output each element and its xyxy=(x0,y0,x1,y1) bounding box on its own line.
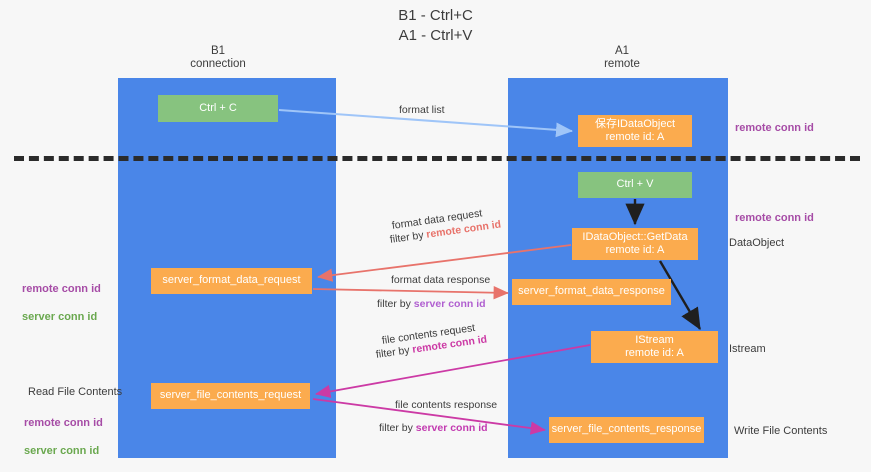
node-idataobject[interactable]: 保存IDataObject remote id: A xyxy=(578,115,692,147)
edge-label-file-contents-response-filter: filter by server conn id xyxy=(379,421,488,435)
annotation-left-conn-ids: remote conn id server conn id xyxy=(22,268,101,338)
edge-format-data-response xyxy=(312,286,509,300)
node-istream[interactable]: IStream remote id: A xyxy=(591,331,718,363)
node-ctrl-c[interactable]: Ctrl + C xyxy=(158,95,278,122)
page-title: B1 - Ctrl+C A1 - Ctrl+V xyxy=(398,7,473,44)
annotation-left-remote-conn-id-2: remote conn id xyxy=(24,417,103,429)
edge-label-format-list: format list xyxy=(399,104,445,116)
node-server-file-contents-response[interactable]: server_file_contents_response xyxy=(549,417,704,443)
filter-key-server-conn-id: server conn id xyxy=(415,422,488,434)
filter-prefix: filter by xyxy=(377,298,414,310)
node-server-format-data-request[interactable]: server_format_data_request xyxy=(151,268,312,294)
annotation-dataobject: DataObject xyxy=(729,237,785,249)
annotation-istream: Istream xyxy=(729,343,766,355)
annotation-write-file-contents: Write File Contents xyxy=(734,425,828,437)
node-ctrl-v[interactable]: Ctrl + V xyxy=(578,172,692,198)
annotation-left-server-conn-id: server conn id xyxy=(22,311,98,323)
annotation-remote-conn-id-mid: remote conn id xyxy=(735,212,814,224)
lane-header-b1: B1 connection xyxy=(190,45,246,70)
edge-label-format-data-response-filter: filter by server conn id xyxy=(377,297,486,311)
annotation-left-conn-ids-2: remote conn id server conn id xyxy=(24,402,103,472)
edge-label-format-data-response: format data response xyxy=(391,274,491,286)
filter-prefix: filter by xyxy=(389,228,428,246)
edge-label-file-contents-response: file contents response xyxy=(395,399,498,411)
annotation-remote-conn-id-top: remote conn id xyxy=(735,122,814,134)
annotation-left-server-conn-id-2: server conn id xyxy=(24,445,100,457)
node-idataobject-getdata[interactable]: IDataObject::GetData remote id: A xyxy=(572,228,698,260)
annotation-read-file-contents: Read File Contents xyxy=(28,386,123,398)
filter-key-server-conn-id: server conn id xyxy=(413,298,486,310)
phase-divider xyxy=(14,156,860,161)
node-server-file-contents-request[interactable]: server_file_contents_request xyxy=(151,383,310,409)
filter-prefix: filter by xyxy=(375,343,414,361)
filter-prefix: filter by xyxy=(379,422,416,434)
annotation-left-remote-conn-id: remote conn id xyxy=(22,283,101,295)
lane-header-a1: A1 remote xyxy=(604,45,640,70)
node-server-format-data-response[interactable]: server_format_data_response xyxy=(512,279,671,305)
